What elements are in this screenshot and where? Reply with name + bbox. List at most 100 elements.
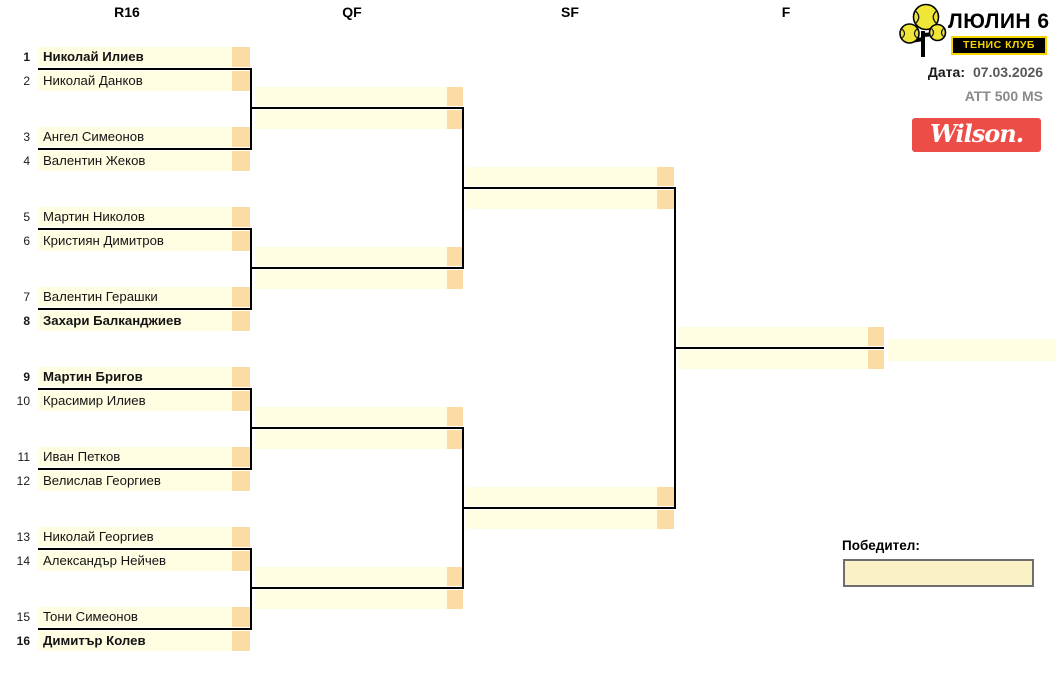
qf-score-cell[interactable] bbox=[447, 567, 463, 586]
player-name-cell[interactable]: Николай Илиев bbox=[38, 47, 232, 67]
player-name-cell[interactable]: Николай Данков bbox=[38, 71, 232, 91]
qf-score-cell[interactable] bbox=[447, 407, 463, 426]
bracket-line bbox=[250, 427, 464, 429]
score-cell[interactable] bbox=[232, 471, 250, 491]
qf-score-cell[interactable] bbox=[447, 110, 463, 129]
score-cell[interactable] bbox=[232, 367, 250, 387]
score-cell[interactable] bbox=[232, 151, 250, 171]
player-name-cell[interactable]: Иван Петков bbox=[38, 447, 232, 467]
sf-score-cell[interactable] bbox=[657, 190, 674, 209]
winner-input-box[interactable] bbox=[843, 559, 1034, 587]
club-name: ЛЮЛИН 6 bbox=[948, 10, 1050, 33]
bracket-line bbox=[38, 228, 252, 230]
sf-score-cell[interactable] bbox=[657, 487, 674, 506]
score-cell[interactable] bbox=[232, 607, 250, 627]
qf-score-cell[interactable] bbox=[447, 590, 463, 609]
final-score-cell[interactable] bbox=[868, 350, 884, 369]
date-value: 07.03.2026 bbox=[973, 64, 1044, 80]
player-number: 5 bbox=[23, 210, 30, 224]
player-number: 13 bbox=[16, 530, 30, 544]
player-number: 14 bbox=[16, 554, 30, 568]
qf-slot-cell[interactable] bbox=[255, 110, 447, 129]
player-name: Ангел Симеонов bbox=[43, 129, 145, 144]
player-name-cell[interactable]: Валентин Жеков bbox=[38, 151, 232, 171]
qf-score-cell[interactable] bbox=[447, 247, 463, 266]
qf-score-cell[interactable] bbox=[447, 87, 463, 106]
score-cell[interactable] bbox=[232, 447, 250, 467]
final-score-cell[interactable] bbox=[868, 327, 884, 346]
player-number: 8 bbox=[23, 314, 30, 328]
player-name-cell[interactable]: Ангел Симеонов bbox=[38, 127, 232, 147]
player-number: 1 bbox=[23, 50, 30, 64]
player-name-cell[interactable]: Красимир Илиев bbox=[38, 391, 232, 411]
player-name-cell[interactable]: Мартин Николов bbox=[38, 207, 232, 227]
sf-slot-cell[interactable] bbox=[466, 190, 657, 209]
qf-score-cell[interactable] bbox=[447, 430, 463, 449]
qf-slot-cell[interactable] bbox=[255, 407, 447, 426]
score-cell[interactable] bbox=[232, 71, 250, 91]
player-number: 10 bbox=[16, 394, 30, 408]
player-name: Тони Симеонов bbox=[43, 609, 138, 624]
score-cell[interactable] bbox=[232, 207, 250, 227]
player-name-cell[interactable]: Димитър Колев bbox=[38, 631, 232, 651]
score-cell[interactable] bbox=[232, 287, 250, 307]
qf-slot-cell[interactable] bbox=[255, 247, 447, 266]
date-label: Дата: bbox=[927, 64, 965, 80]
score-cell[interactable] bbox=[232, 631, 250, 651]
player-name-cell[interactable]: Захари Балканджиев bbox=[38, 311, 232, 331]
qf-slot-cell[interactable] bbox=[255, 590, 447, 609]
player-name-cell[interactable]: Николай Георгиев bbox=[38, 527, 232, 547]
qf-slot-cell[interactable] bbox=[255, 87, 447, 106]
player-name-cell[interactable]: Александър Нейчев bbox=[38, 551, 232, 571]
bracket-line bbox=[250, 267, 464, 269]
qf-score-cell[interactable] bbox=[447, 270, 463, 289]
player-number: 11 bbox=[17, 450, 30, 464]
sf-slot-cell[interactable] bbox=[466, 487, 657, 506]
player-name: Мартин Николов bbox=[43, 209, 145, 224]
winner-label: Победител: bbox=[842, 538, 920, 553]
final-slot-cell[interactable] bbox=[678, 327, 868, 346]
bracket-line bbox=[38, 548, 252, 550]
final-slot-cell[interactable] bbox=[678, 350, 868, 369]
bracket-line bbox=[674, 347, 884, 349]
player-name-cell[interactable]: Валентин Герашки bbox=[38, 287, 232, 307]
player-name: Николай Георгиев bbox=[43, 529, 154, 544]
score-cell[interactable] bbox=[232, 127, 250, 147]
player-number: 3 bbox=[23, 130, 30, 144]
bracket-line bbox=[462, 187, 676, 189]
bracket-line bbox=[38, 628, 252, 630]
score-cell[interactable] bbox=[232, 231, 250, 251]
bracket-line bbox=[38, 388, 252, 390]
score-cell[interactable] bbox=[232, 551, 250, 571]
player-number: 2 bbox=[23, 74, 30, 88]
tournament-category: ATT 500 MS bbox=[964, 88, 1043, 104]
bracket-line bbox=[250, 587, 464, 589]
player-name: Велислав Георгиев bbox=[43, 473, 161, 488]
player-name-cell[interactable]: Кристиян Димитров bbox=[38, 231, 232, 251]
player-name-cell[interactable]: Велислав Георгиев bbox=[38, 471, 232, 491]
player-name-cell[interactable]: Мартин Бригов bbox=[38, 367, 232, 387]
qf-slot-cell[interactable] bbox=[255, 270, 447, 289]
player-name: Красимир Илиев bbox=[43, 393, 146, 408]
sf-score-cell[interactable] bbox=[657, 167, 674, 186]
score-cell[interactable] bbox=[232, 311, 250, 331]
player-name: Кристиян Димитров bbox=[43, 233, 164, 248]
bracket-line bbox=[250, 107, 464, 109]
champion-slot-cell[interactable] bbox=[888, 339, 1056, 361]
sf-slot-cell[interactable] bbox=[466, 510, 657, 529]
player-number: 12 bbox=[16, 474, 30, 488]
score-cell[interactable] bbox=[232, 47, 250, 67]
sf-slot-cell[interactable] bbox=[466, 167, 657, 186]
qf-slot-cell[interactable] bbox=[255, 567, 447, 586]
column-header-qf: QF bbox=[342, 4, 362, 20]
player-number: 16 bbox=[16, 634, 30, 648]
score-cell[interactable] bbox=[232, 391, 250, 411]
player-name-cell[interactable]: Тони Симеонов bbox=[38, 607, 232, 627]
sf-score-cell[interactable] bbox=[657, 510, 674, 529]
wilson-logo: Wilson. bbox=[912, 118, 1041, 152]
qf-slot-cell[interactable] bbox=[255, 430, 447, 449]
bracket-connector bbox=[250, 68, 252, 150]
player-name: Валентин Жеков bbox=[43, 153, 146, 168]
score-cell[interactable] bbox=[232, 527, 250, 547]
